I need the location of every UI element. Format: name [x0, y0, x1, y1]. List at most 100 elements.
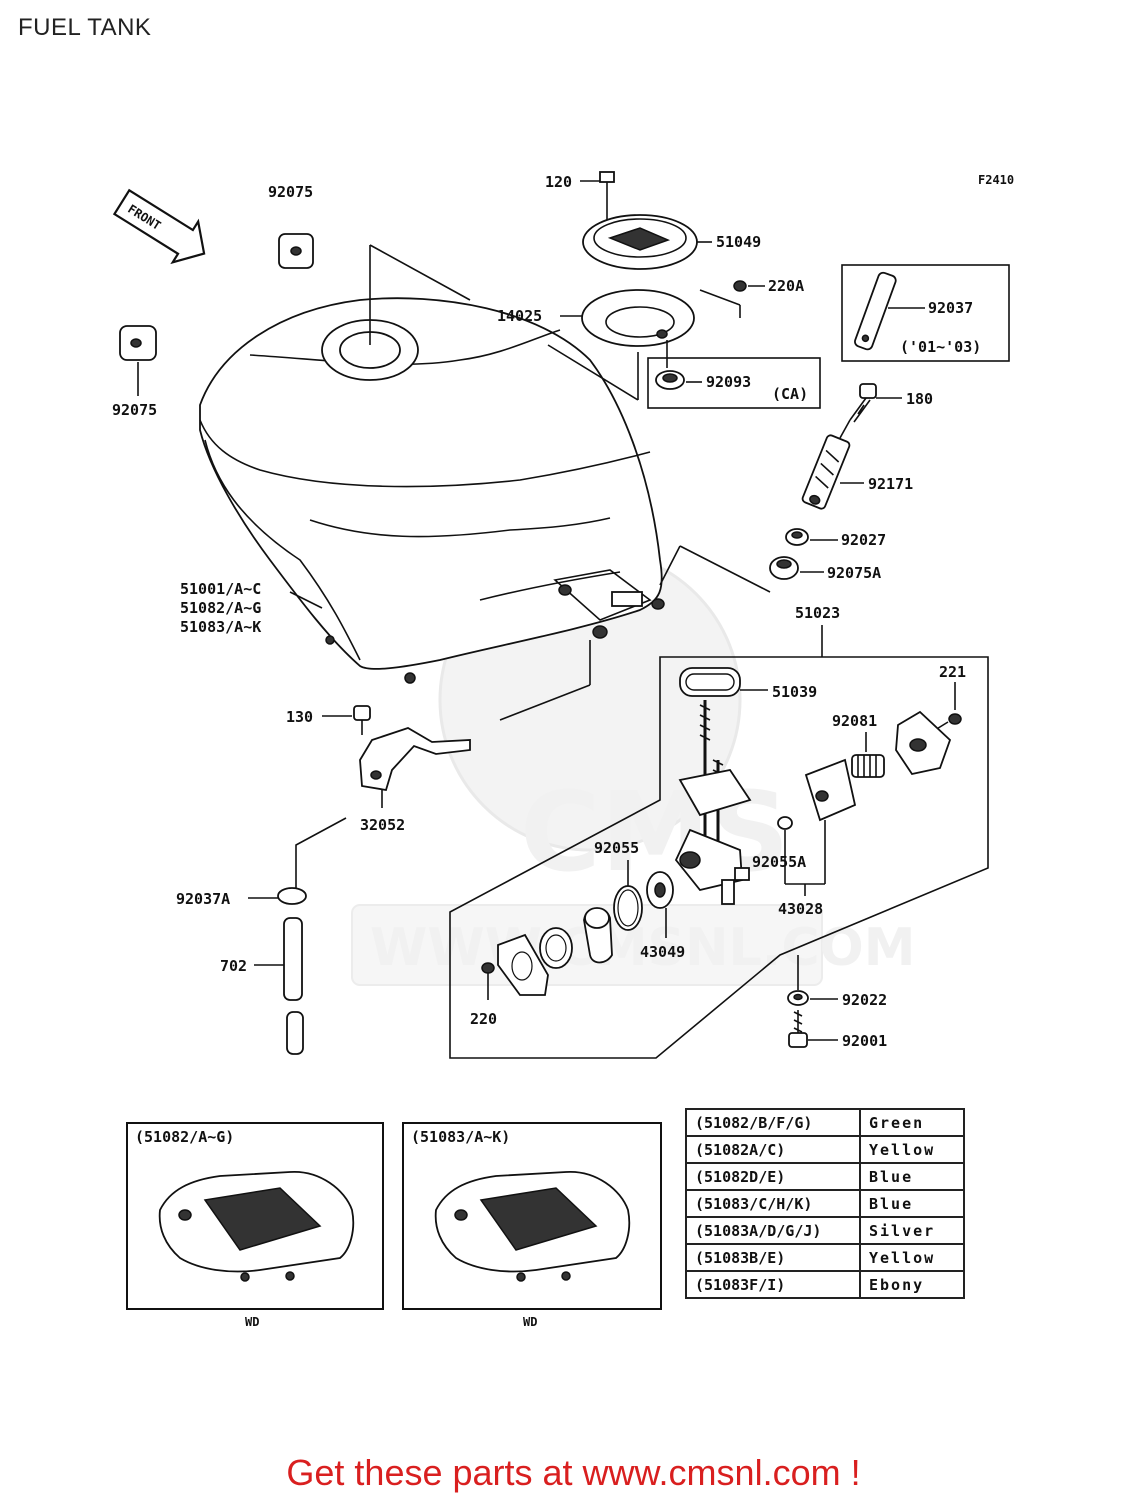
watermark-text: WWW.CMSNL.COM [370, 918, 915, 978]
damper-92171 [801, 434, 851, 510]
color-name: Green [859, 1108, 965, 1137]
screw-220 [481, 962, 495, 1000]
fuel-cock-body [674, 700, 752, 905]
label-92171: 92171 [868, 475, 913, 493]
label-92037A: 92037A [176, 890, 230, 908]
filter-43049 [646, 871, 674, 909]
fuel-cap-51049 [582, 214, 698, 270]
label-92075-left: 92075 [112, 401, 157, 419]
table-row: (51082/B/F/G)Green [685, 1108, 965, 1137]
color-name: Blue [859, 1189, 965, 1218]
label-92081: 92081 [832, 712, 877, 730]
color-code: (51083F/I) [685, 1270, 861, 1299]
cushion-92075-top [278, 233, 314, 269]
color-code: (51082/B/F/G) [685, 1108, 861, 1137]
label-92055A: 92055A [752, 853, 806, 871]
label-14025: 14025 [497, 307, 542, 325]
gasket-51039 [679, 667, 741, 697]
clamp-92037A [277, 887, 307, 905]
color-code: (51083B/E) [685, 1243, 861, 1272]
front-arrow-icon: FRONT [112, 188, 206, 265]
color-name: Yellow [859, 1135, 965, 1164]
color-variant-table: (51082/B/F/G)Green (51082A/C)Yellow (510… [685, 1108, 965, 1299]
strainer-pipe [583, 907, 613, 964]
label-43028: 43028 [778, 900, 823, 918]
grommet-92093 [655, 370, 685, 390]
bolt-120 [599, 171, 615, 198]
label-702: 702 [220, 957, 247, 975]
label-51023: 51023 [795, 604, 840, 622]
label-220A: 220A [768, 277, 804, 295]
cap-ring-14025 [581, 289, 695, 347]
table-row: (51083F/I)Ebony [685, 1270, 965, 1299]
ca-variant-box [647, 357, 821, 409]
label-92027: 92027 [841, 531, 886, 549]
o-ring-92055 [613, 885, 643, 931]
collar-92027 [785, 528, 809, 546]
label-51082: 51082/A~G [180, 599, 261, 617]
table-row: (51082A/C)Yellow [685, 1135, 965, 1164]
label-92001: 92001 [842, 1032, 887, 1050]
figure-code: F2410 [978, 173, 1014, 187]
label-ca: (CA) [772, 385, 808, 403]
table-row: (51083A/D/G/J)Silver [685, 1216, 965, 1245]
tube-92037 [854, 271, 897, 351]
label-43049: 43049 [640, 943, 685, 961]
cushion-92075-left [119, 325, 157, 361]
label-51001: 51001/A~C [180, 580, 261, 598]
label-32052: 32052 [360, 816, 405, 834]
label-92055: 92055 [594, 839, 639, 857]
screw-221 [934, 713, 962, 731]
label-51083: 51083/A~K [180, 618, 261, 636]
label-220: 220 [470, 1010, 497, 1028]
color-code: (51083A/D/G/J) [685, 1216, 861, 1245]
label-92022: 92022 [842, 991, 887, 1009]
variant-heading: (51082/A~G) [135, 1128, 234, 1146]
label-92075-top: 92075 [268, 183, 313, 201]
color-name: Ebony [859, 1270, 965, 1299]
diaphragm-plate [804, 758, 857, 822]
label-92037: 92037 [928, 299, 973, 317]
table-row: (51082D/E)Blue [685, 1162, 965, 1191]
92037-variant-box [841, 264, 1010, 362]
variant-box-51082: (51082/A~G) WD [126, 1122, 384, 1329]
hose-702 [283, 917, 304, 1055]
variant-heading: (51083/A~K) [411, 1128, 510, 1146]
grommet-92075A [769, 556, 799, 580]
label-180: 180 [906, 390, 933, 408]
label-120: 120 [545, 173, 572, 191]
bolt-130 [353, 705, 371, 735]
screw-220A [733, 280, 747, 292]
label-92075A: 92075A [827, 564, 881, 582]
fuel-cock-assembly-outline [449, 656, 989, 1059]
page-title: FUEL TANK [18, 14, 152, 41]
fuel-tank [199, 297, 665, 684]
variant-box-51083: (51083/A~K) WD [402, 1122, 662, 1329]
color-name: Silver [859, 1216, 965, 1245]
color-name: Yellow [859, 1243, 965, 1272]
cmsnl-watermark: CMS WWW.CMSNL.COM [351, 548, 915, 986]
o-ring-92055A [777, 816, 793, 830]
label-51049: 51049 [716, 233, 761, 251]
table-row: (51083B/E)Yellow [685, 1243, 965, 1272]
gasket-ring [539, 927, 573, 969]
spring-92081 [851, 754, 885, 778]
bolt-92001 [788, 1010, 808, 1048]
label-130: 130 [286, 708, 313, 726]
color-code: (51082D/E) [685, 1162, 861, 1191]
footer-promo-link[interactable]: Get these parts at www.cmsnl.com ! [286, 1452, 861, 1493]
label-51039: 51039 [772, 683, 817, 701]
washer-92022 [787, 990, 809, 1006]
bracket-32052 [359, 727, 471, 792]
variant-caption: WD [523, 1315, 537, 1329]
cover-plate [895, 710, 952, 776]
color-code: (51083/C/H/K) [685, 1189, 861, 1218]
label-92037-note: ('01~'03) [900, 338, 981, 356]
label-221: 221 [939, 663, 966, 681]
color-name: Blue [859, 1162, 965, 1191]
label-92093: 92093 [706, 373, 751, 391]
color-code: (51082A/C) [685, 1135, 861, 1164]
table-row: (51083/C/H/K)Blue [685, 1189, 965, 1218]
variant-caption: WD [245, 1315, 259, 1329]
